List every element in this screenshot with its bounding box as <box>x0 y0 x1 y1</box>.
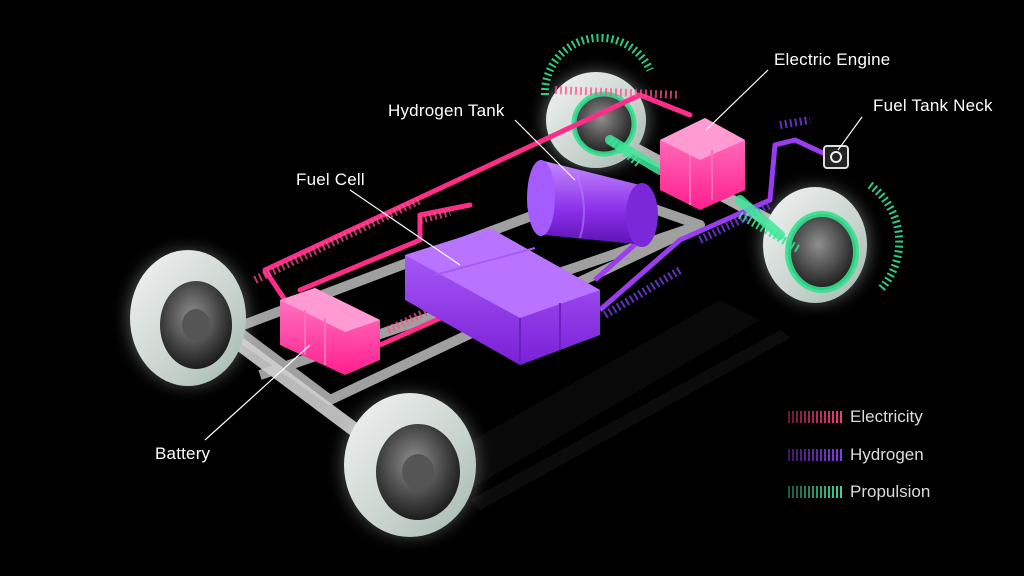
fuel-cell <box>405 228 600 365</box>
front-left-wheel <box>120 242 256 394</box>
drive-shaft <box>605 135 785 240</box>
electric-engine <box>660 118 745 210</box>
electricity-swatch <box>788 411 844 423</box>
legend-label-electricity: Electricity <box>850 407 923 426</box>
legend-electricity: Electricity <box>788 406 923 428</box>
front-right-wheel <box>334 385 486 545</box>
legend-label-propulsion: Propulsion <box>850 482 931 501</box>
fuel-tank-neck <box>823 145 849 169</box>
label-electric-engine: Electric Engine <box>774 50 891 69</box>
hydrogen-line <box>593 137 840 312</box>
legend-label-hydrogen: Hydrogen <box>850 445 924 464</box>
electricity-flow-dashes <box>253 86 681 334</box>
legend-propulsion: Propulsion <box>788 481 930 503</box>
label-fuel-tank-neck: Fuel Tank Neck <box>873 96 993 115</box>
label-hydrogen-tank: Hydrogen Tank <box>388 101 505 120</box>
ground-shadow <box>420 300 790 510</box>
hydrogen-tank <box>527 160 658 247</box>
hydrogen-swatch <box>788 449 844 461</box>
label-battery: Battery <box>155 444 211 463</box>
rear-right-wheel <box>753 179 877 311</box>
legend-hydrogen: Hydrogen <box>788 444 924 466</box>
label-fuel-cell: Fuel Cell <box>296 170 365 189</box>
callout-leaders <box>204 69 863 441</box>
propulsion-swatch <box>788 486 844 498</box>
battery <box>280 288 380 375</box>
